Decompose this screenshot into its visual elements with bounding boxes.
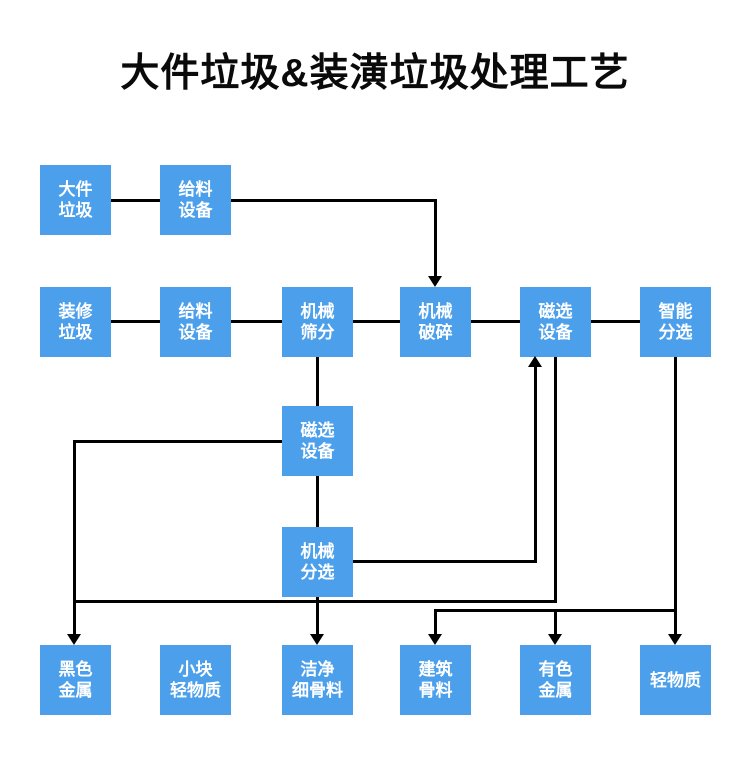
edge-mechsort-to-aggregate-v: [316, 597, 319, 634]
arrowhead-into-construction: [428, 634, 442, 645]
edge-mechsort-to-magsep1-v: [534, 367, 537, 563]
node-bulky-waste: 大件 垃圾: [40, 165, 111, 235]
node-intelligent-sorting: 智能 分选: [640, 287, 711, 357]
edge-mechsort-to-magsep1-h: [353, 560, 537, 563]
diagram-title: 大件垃圾&装潢垃圾处理工艺: [120, 52, 630, 95]
collector-bus-a: [73, 600, 557, 603]
edge-magsep2-left-branch-v: [73, 440, 76, 634]
edge-magsep1-down-to-bus-a: [554, 357, 557, 603]
node-light-material: 轻物质: [640, 645, 711, 715]
edge-bus-b-to-nonferrous-v: [554, 609, 557, 634]
node-mechanical-crushing: 机械 破碎: [400, 287, 471, 357]
node-renovation-waste: 装修 垃圾: [40, 287, 111, 357]
node-clean-fine-aggregate: 洁净 细骨料: [282, 645, 353, 715]
edge-crushing-to-magsep1: [471, 320, 520, 323]
arrowhead-into-ferrous-metal: [67, 634, 81, 645]
node-magnetic-separator-2: 磁选 设备: [282, 406, 353, 476]
edge-feeder1-to-crushing-v: [434, 199, 437, 276]
node-small-light-material: 小块 轻物质: [160, 645, 231, 715]
edge-renovation-to-feeder2: [111, 320, 160, 323]
edge-screening-to-crushing: [353, 320, 400, 323]
node-feeder-1: 给料 设备: [160, 165, 231, 235]
edge-magsep2-to-mechsort: [316, 476, 319, 527]
edge-bus-b-to-construction-v: [434, 609, 437, 634]
edge-feeder1-to-crushing-h: [231, 199, 437, 202]
node-ferrous-metal: 黑色 金属: [40, 645, 111, 715]
node-mechanical-screening: 机械 筛分: [282, 287, 353, 357]
node-nonferrous-metal: 有色 金属: [520, 645, 591, 715]
arrowhead-into-clean-aggregate: [310, 634, 324, 645]
edge-bulky-to-feeder1: [111, 199, 160, 202]
node-mechanical-sorting: 机械 分选: [282, 527, 353, 597]
edge-screening-to-magsep2: [316, 357, 319, 406]
node-construction-aggregate: 建筑 骨料: [400, 645, 471, 715]
arrowhead-into-magsep1: [528, 356, 542, 367]
arrowhead-into-light-material: [668, 634, 682, 645]
arrowhead-into-crushing: [428, 276, 442, 287]
node-magnetic-separator-1: 磁选 设备: [520, 287, 591, 357]
node-feeder-2: 给料 设备: [160, 287, 231, 357]
edge-intelligent-down-v: [674, 357, 677, 634]
edge-magsep2-left-branch-h: [73, 440, 282, 443]
edge-feeder2-to-screening: [231, 320, 282, 323]
arrowhead-into-nonferrous: [548, 634, 562, 645]
edge-magsep1-to-intelligent: [591, 320, 640, 323]
